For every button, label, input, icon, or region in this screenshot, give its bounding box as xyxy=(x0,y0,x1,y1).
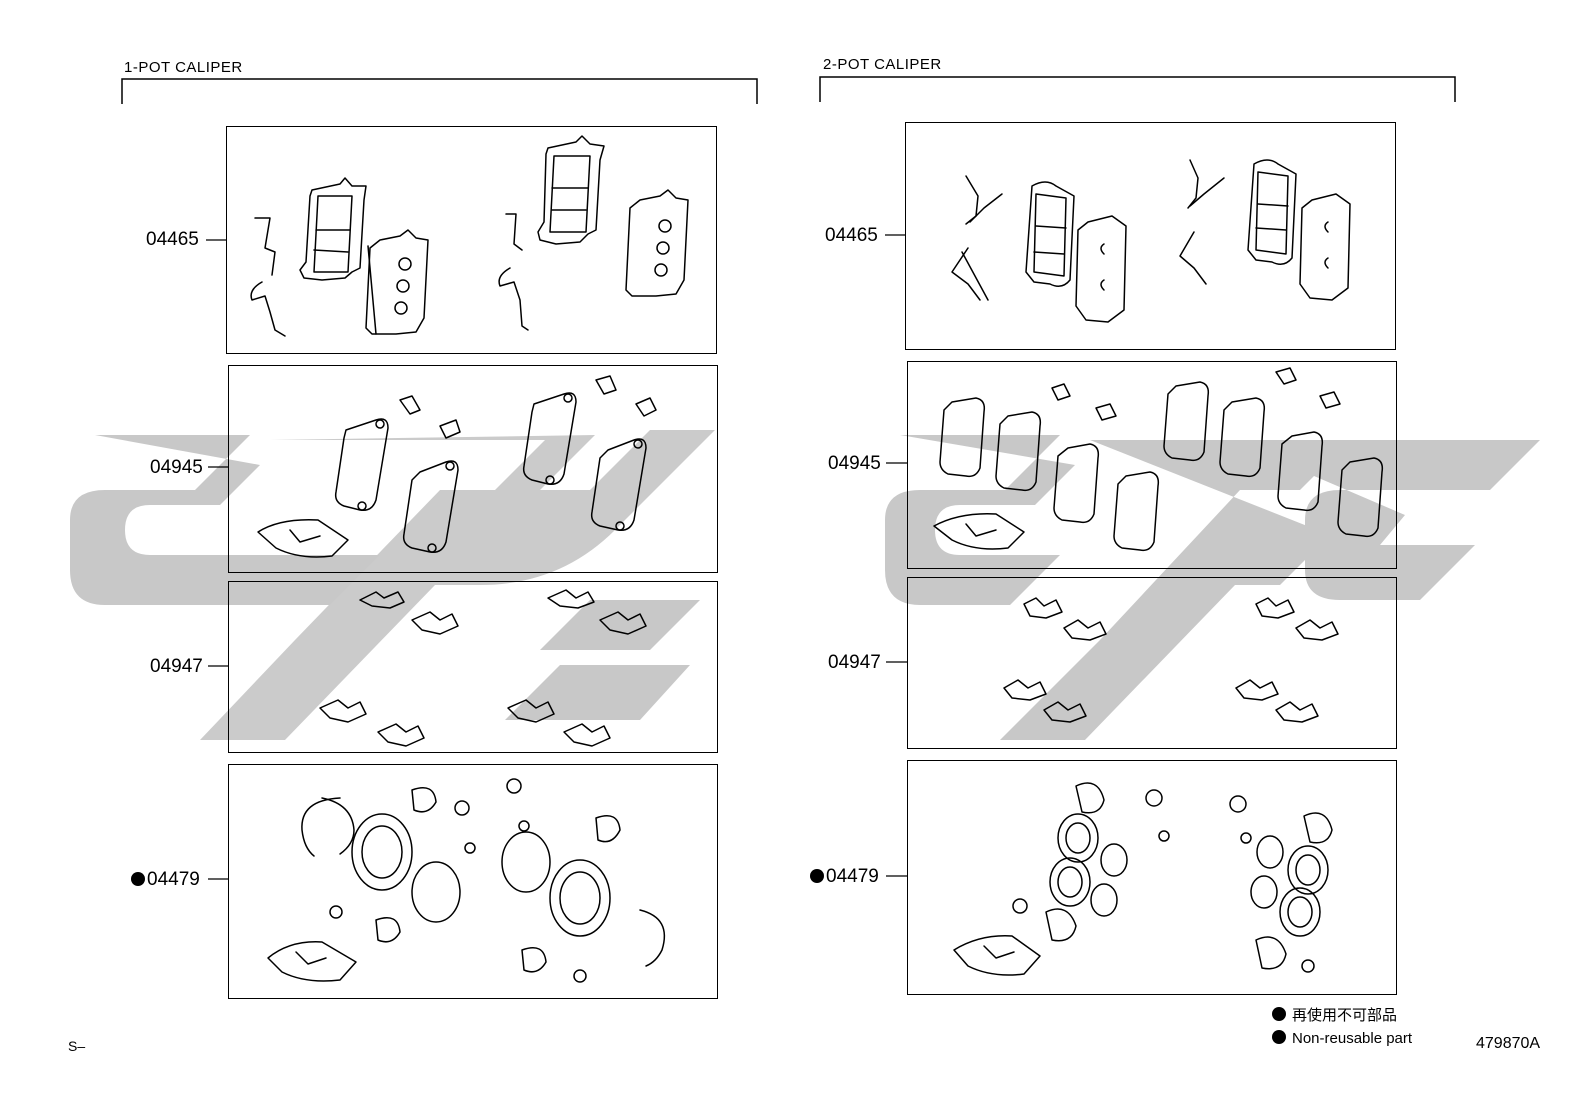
legend-en-text: Non-reusable part xyxy=(1292,1030,1413,1047)
section-title-2-pot: 2-POT CALIPER xyxy=(823,56,942,73)
brake-pad-icon xyxy=(951,159,1351,323)
legend-non-reusable-jp: 再使用不可部品 xyxy=(1272,1004,1397,1025)
part-number-04479-1pot-text: 04479 xyxy=(147,869,200,890)
box-shim-kit-1pot[interactable] xyxy=(228,365,718,573)
part-number-04465-1pot[interactable]: 04465 xyxy=(146,229,199,250)
section-title-1-pot: 1-POT CALIPER xyxy=(124,59,243,76)
non-reusable-marker-icon xyxy=(1272,1007,1286,1021)
part-number-04945-1pot[interactable]: 04945 xyxy=(150,457,203,478)
part-number-04947-1pot[interactable]: 04947 xyxy=(150,656,203,677)
legend-jp-text: 再使用不可部品 xyxy=(1292,1007,1398,1024)
seal-ring-icon xyxy=(953,782,1333,976)
non-reusable-marker-icon xyxy=(131,872,145,886)
part-number-04947-2pot[interactable]: 04947 xyxy=(828,652,881,673)
box-pad-kit-1pot[interactable] xyxy=(226,126,717,354)
box-cylinder-kit-2pot[interactable] xyxy=(907,760,1397,995)
box-fitting-kit-1pot[interactable] xyxy=(228,581,718,753)
box-cylinder-kit-1pot[interactable] xyxy=(228,764,718,999)
shim-icon xyxy=(933,367,1384,552)
box-shim-kit-2pot[interactable] xyxy=(907,361,1397,569)
figure-id: 479870A xyxy=(1476,1035,1541,1052)
corner-mark: S– xyxy=(68,1038,86,1054)
part-number-04479-2pot-text: 04479 xyxy=(826,866,879,887)
fitting-clip-icon xyxy=(319,589,647,747)
seal-ring-icon xyxy=(267,778,666,983)
part-number-04945-2pot[interactable]: 04945 xyxy=(828,453,881,474)
brake-pad-icon xyxy=(250,135,689,337)
shim-icon xyxy=(257,375,657,558)
box-pad-kit-2pot[interactable] xyxy=(905,122,1396,350)
part-number-04479-2pot[interactable]: 04479 xyxy=(810,866,879,888)
non-reusable-marker-icon xyxy=(1272,1030,1286,1044)
box-fitting-kit-2pot[interactable] xyxy=(907,577,1397,749)
fitting-clip-icon xyxy=(1003,597,1339,723)
part-number-04479-1pot[interactable]: 04479 xyxy=(131,869,200,891)
legend-non-reusable-en: Non-reusable part xyxy=(1272,1030,1412,1047)
part-number-04465-2pot[interactable]: 04465 xyxy=(825,225,878,246)
non-reusable-marker-icon xyxy=(810,869,824,883)
